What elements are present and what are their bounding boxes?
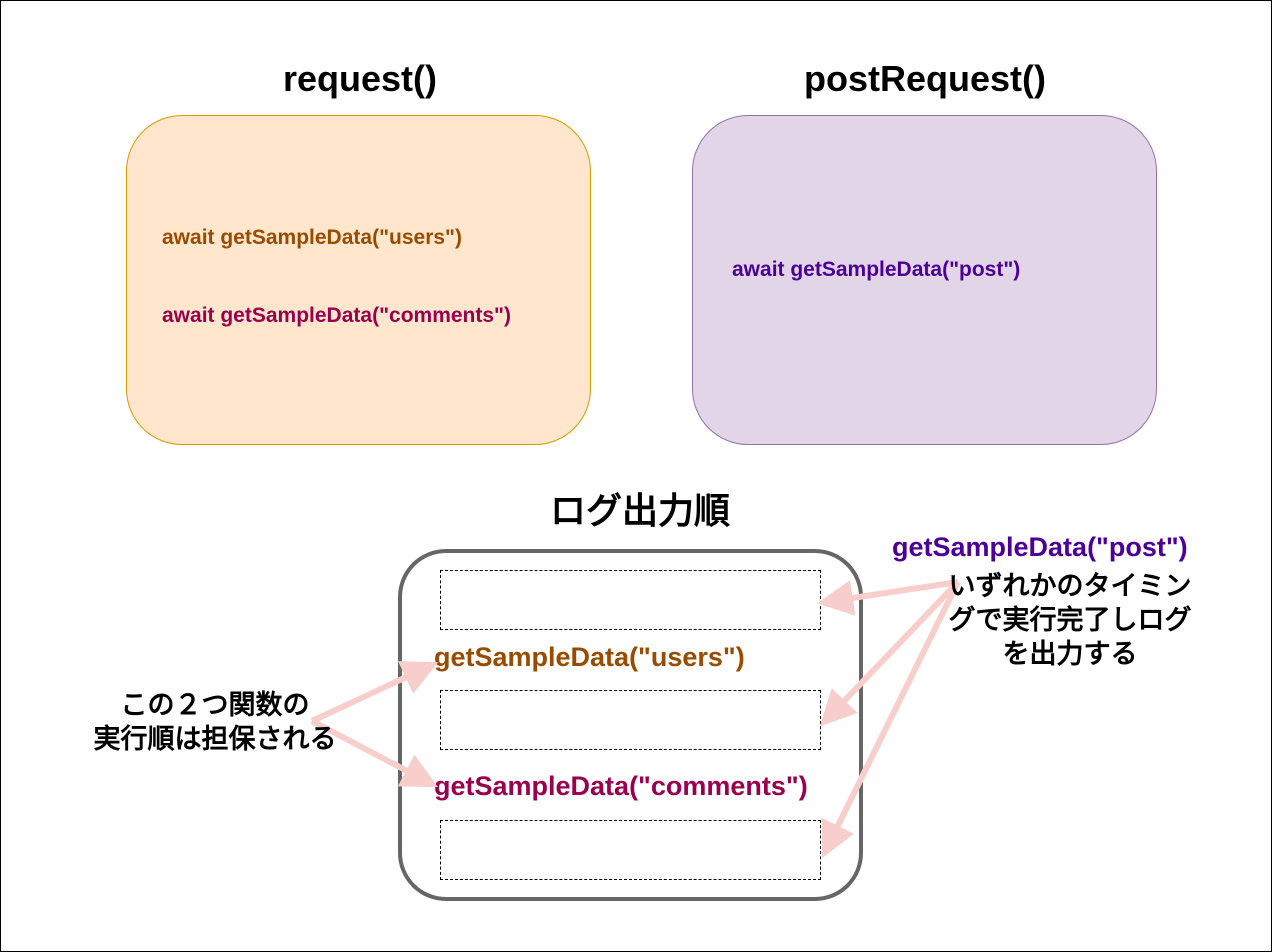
post-slot-2 <box>440 690 821 750</box>
post-slot-3 <box>440 820 821 880</box>
log-comments-entry: getSampleData("comments") <box>434 771 808 801</box>
request-box <box>126 115 591 445</box>
post-arrow-slot-1 <box>817 579 959 616</box>
right-note-line-2: グで実行完了しログ <box>948 605 1192 635</box>
post-request-box <box>692 115 1157 445</box>
left-note-line-1: この２つ関数の <box>120 690 310 720</box>
post-call: await getSampleData("post") <box>732 258 1021 281</box>
order-arrow-comments <box>310 718 438 788</box>
request-users-call: await getSampleData("users") <box>162 226 463 249</box>
request-comments-call: await getSampleData("comments") <box>162 304 512 327</box>
log-order-title: ログ出力順 <box>549 490 730 531</box>
order-arrow-users <box>310 661 439 724</box>
post-request-title: postRequest() <box>804 58 1046 99</box>
right-note-header: getSampleData("post") <box>892 532 1188 562</box>
request-title: request() <box>282 58 438 99</box>
right-note: いずれかのタイミン グで実行完了しログ を出力する <box>920 569 1220 671</box>
log-users-entry: getSampleData("users") <box>434 642 745 672</box>
post-arrow-slot-2 <box>819 579 961 727</box>
post-slot-1 <box>440 570 821 630</box>
left-note: この２つ関数の 実行順は担保される <box>65 688 365 756</box>
right-note-line-1: いずれかのタイミン <box>948 571 1192 601</box>
left-note-line-2: 実行順は担保される <box>93 724 337 754</box>
post-arrow-slot-3 <box>821 580 961 859</box>
right-note-line-3: を出力する <box>1002 639 1138 669</box>
